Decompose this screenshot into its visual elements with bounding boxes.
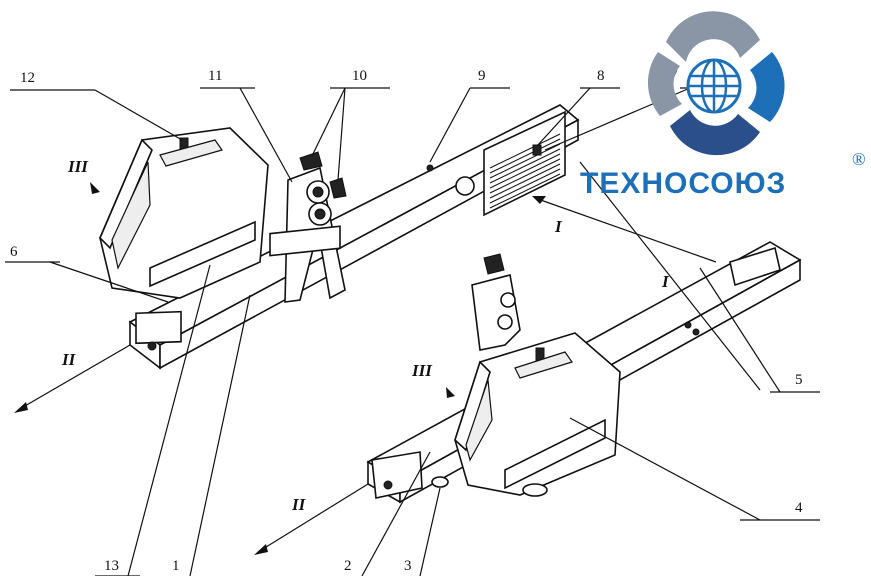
label-3: 3 bbox=[404, 558, 412, 574]
roman-i-lower: I bbox=[661, 272, 670, 291]
label-4: 4 bbox=[795, 500, 803, 516]
label-9: 9 bbox=[478, 68, 486, 84]
label-10: 10 bbox=[352, 68, 367, 84]
brand-name: ТЕХНОСОЮЗ bbox=[580, 167, 786, 200]
label-2: 2 bbox=[344, 558, 352, 574]
upper-beam bbox=[128, 104, 580, 370]
roman-ii-right: II bbox=[291, 495, 307, 514]
scale-grid-line bbox=[489, 153, 561, 189]
roman-ii-left: II bbox=[61, 350, 77, 369]
brand-reg-mark: ® bbox=[852, 149, 866, 169]
scale-grid-line bbox=[489, 133, 561, 169]
roman-i-upper: I bbox=[554, 217, 563, 236]
roman-iii-right: III bbox=[411, 361, 433, 380]
scale-grid-line bbox=[489, 148, 561, 184]
arrow-iii-right bbox=[446, 387, 455, 398]
direction-arrows bbox=[14, 161, 761, 555]
lower-clamp-stand bbox=[471, 253, 521, 351]
direction-labels: III III I I II II bbox=[61, 157, 670, 514]
label-12: 12 bbox=[20, 70, 35, 86]
brand-logo: ТЕХНОСОЮЗ ® bbox=[580, 11, 866, 200]
scale-grid-line bbox=[489, 173, 561, 209]
scale-grid-line bbox=[489, 158, 561, 194]
scale-grid-line bbox=[489, 168, 561, 204]
roman-iii-left: III bbox=[67, 157, 89, 176]
clamp-stand bbox=[269, 151, 347, 303]
label-1: 1 bbox=[172, 558, 180, 574]
label-11: 11 bbox=[208, 68, 222, 84]
projector-right bbox=[454, 332, 621, 497]
scale-grid-line bbox=[489, 163, 561, 199]
label-8: 8 bbox=[597, 68, 605, 84]
label-5: 5 bbox=[795, 372, 803, 388]
scale-grid-line bbox=[489, 143, 561, 179]
leader-lines bbox=[5, 87, 820, 577]
globe-icon bbox=[647, 11, 785, 156]
projector-left bbox=[99, 127, 269, 299]
arrow-iii-left bbox=[90, 182, 100, 194]
label-6: 6 bbox=[10, 244, 18, 260]
label-13: 13 bbox=[104, 558, 119, 574]
scale-grid-line bbox=[489, 138, 561, 174]
